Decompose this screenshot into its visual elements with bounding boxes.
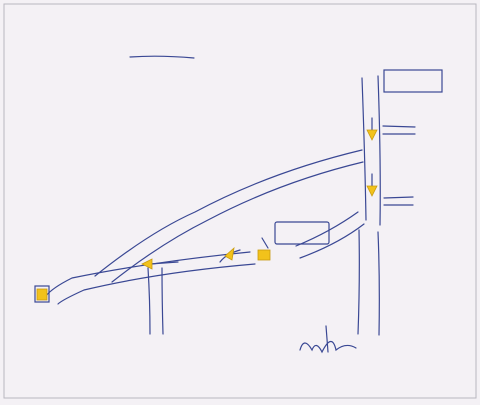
connector-road-edge-2	[299, 223, 365, 259]
left-destination-box	[34, 285, 50, 303]
diagonal-road-edge-1	[94, 149, 363, 277]
arrow-icon	[366, 129, 378, 141]
stub-road-edge-1	[147, 267, 151, 335]
lower-road-right-edge	[377, 231, 380, 336]
stub-road-edge-2	[161, 267, 164, 335]
signature-stroke	[325, 325, 329, 353]
arrow-icon	[366, 185, 378, 197]
arrow-icon	[149, 261, 179, 265]
lower-road-edge-1	[45, 251, 251, 297]
box-top-right	[383, 69, 443, 93]
center-box	[274, 221, 330, 245]
main-road-right-edge	[377, 75, 381, 226]
arrow-icon	[261, 237, 269, 249]
diagonal-road-edge-2	[111, 161, 364, 283]
scan-border	[3, 3, 477, 399]
main-road-left-edge	[361, 77, 367, 221]
arrow-icon	[141, 258, 153, 270]
map-pin-icon	[36, 288, 48, 301]
subtitle-underline	[129, 55, 195, 59]
map-pin-icon	[257, 249, 271, 261]
lower-road-edge-2	[57, 263, 256, 305]
lower-road-left-edge	[357, 229, 360, 335]
signature-icon	[299, 340, 357, 354]
side-road-upper-1	[382, 125, 416, 128]
arrow-icon	[224, 246, 235, 261]
side-road-lower-1	[383, 196, 414, 199]
